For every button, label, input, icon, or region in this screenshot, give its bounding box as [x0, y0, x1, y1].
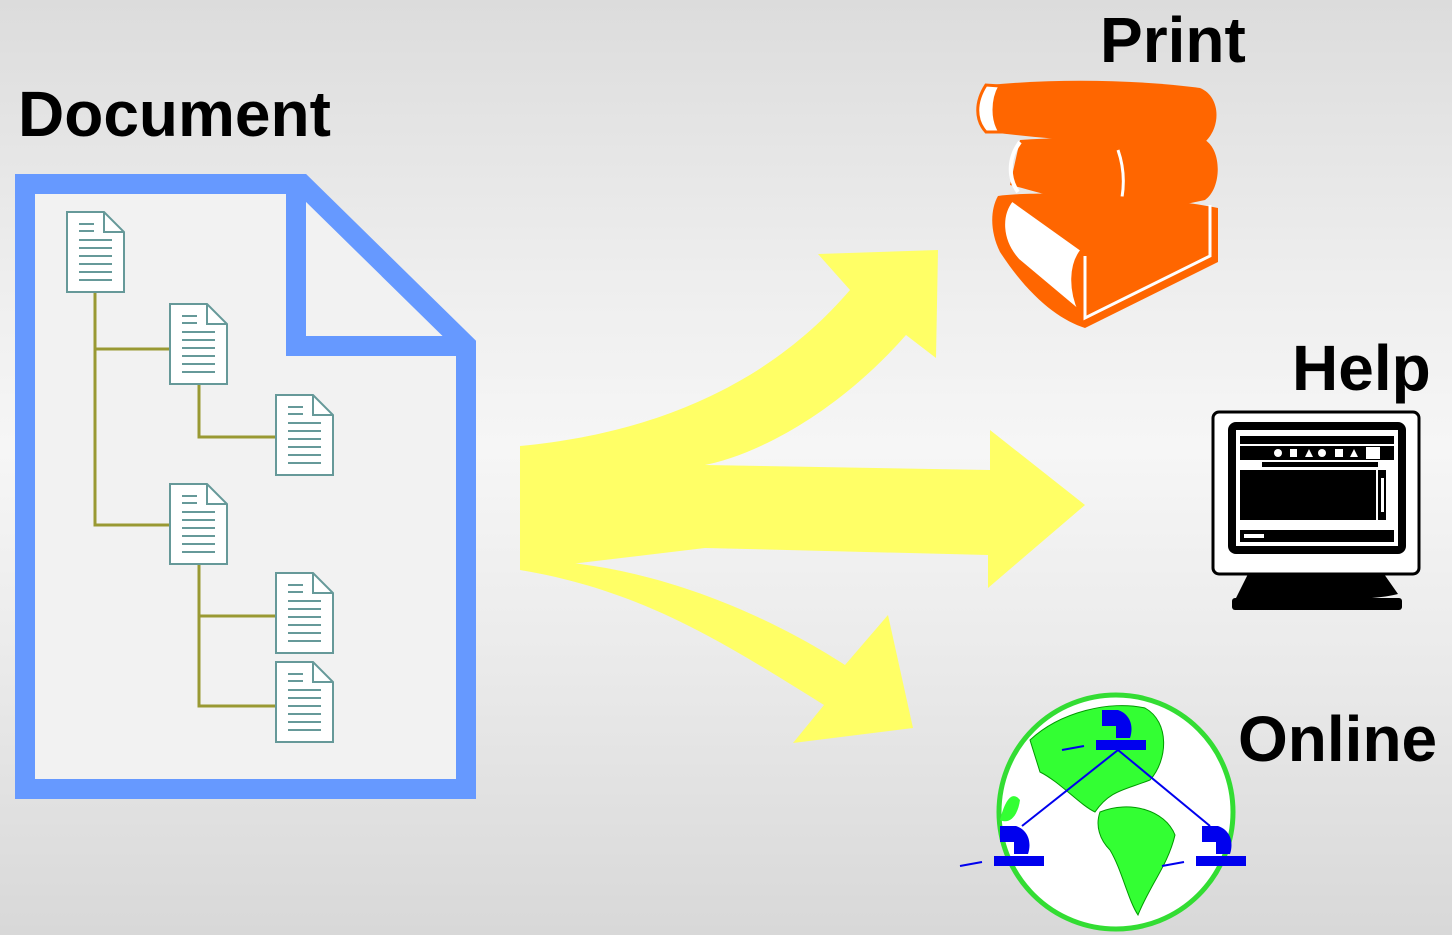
arrow-to-online: [520, 560, 913, 743]
print-label: Print: [1100, 4, 1246, 76]
output-arrows: [520, 250, 1085, 743]
page-icon-grandchild-3: [275, 661, 334, 743]
arrow-to-help: [520, 430, 1085, 588]
document-icon: [15, 174, 476, 799]
page-icon-grandchild-1: [275, 394, 334, 476]
online-label: Online: [1238, 703, 1438, 775]
help-label: Help: [1292, 332, 1431, 404]
document-label: Document: [18, 78, 331, 150]
books-icon: [976, 80, 1218, 328]
monitor-icon: [1211, 410, 1421, 610]
tree-connectors: [93, 292, 276, 708]
page-icon-child-1: [169, 303, 228, 385]
page-icon-child-2: [169, 483, 228, 565]
page-icon-root: [66, 211, 125, 293]
globe-network-icon: [959, 692, 1247, 932]
page-icon-grandchild-2: [275, 572, 334, 654]
arrow-to-print: [520, 250, 938, 470]
